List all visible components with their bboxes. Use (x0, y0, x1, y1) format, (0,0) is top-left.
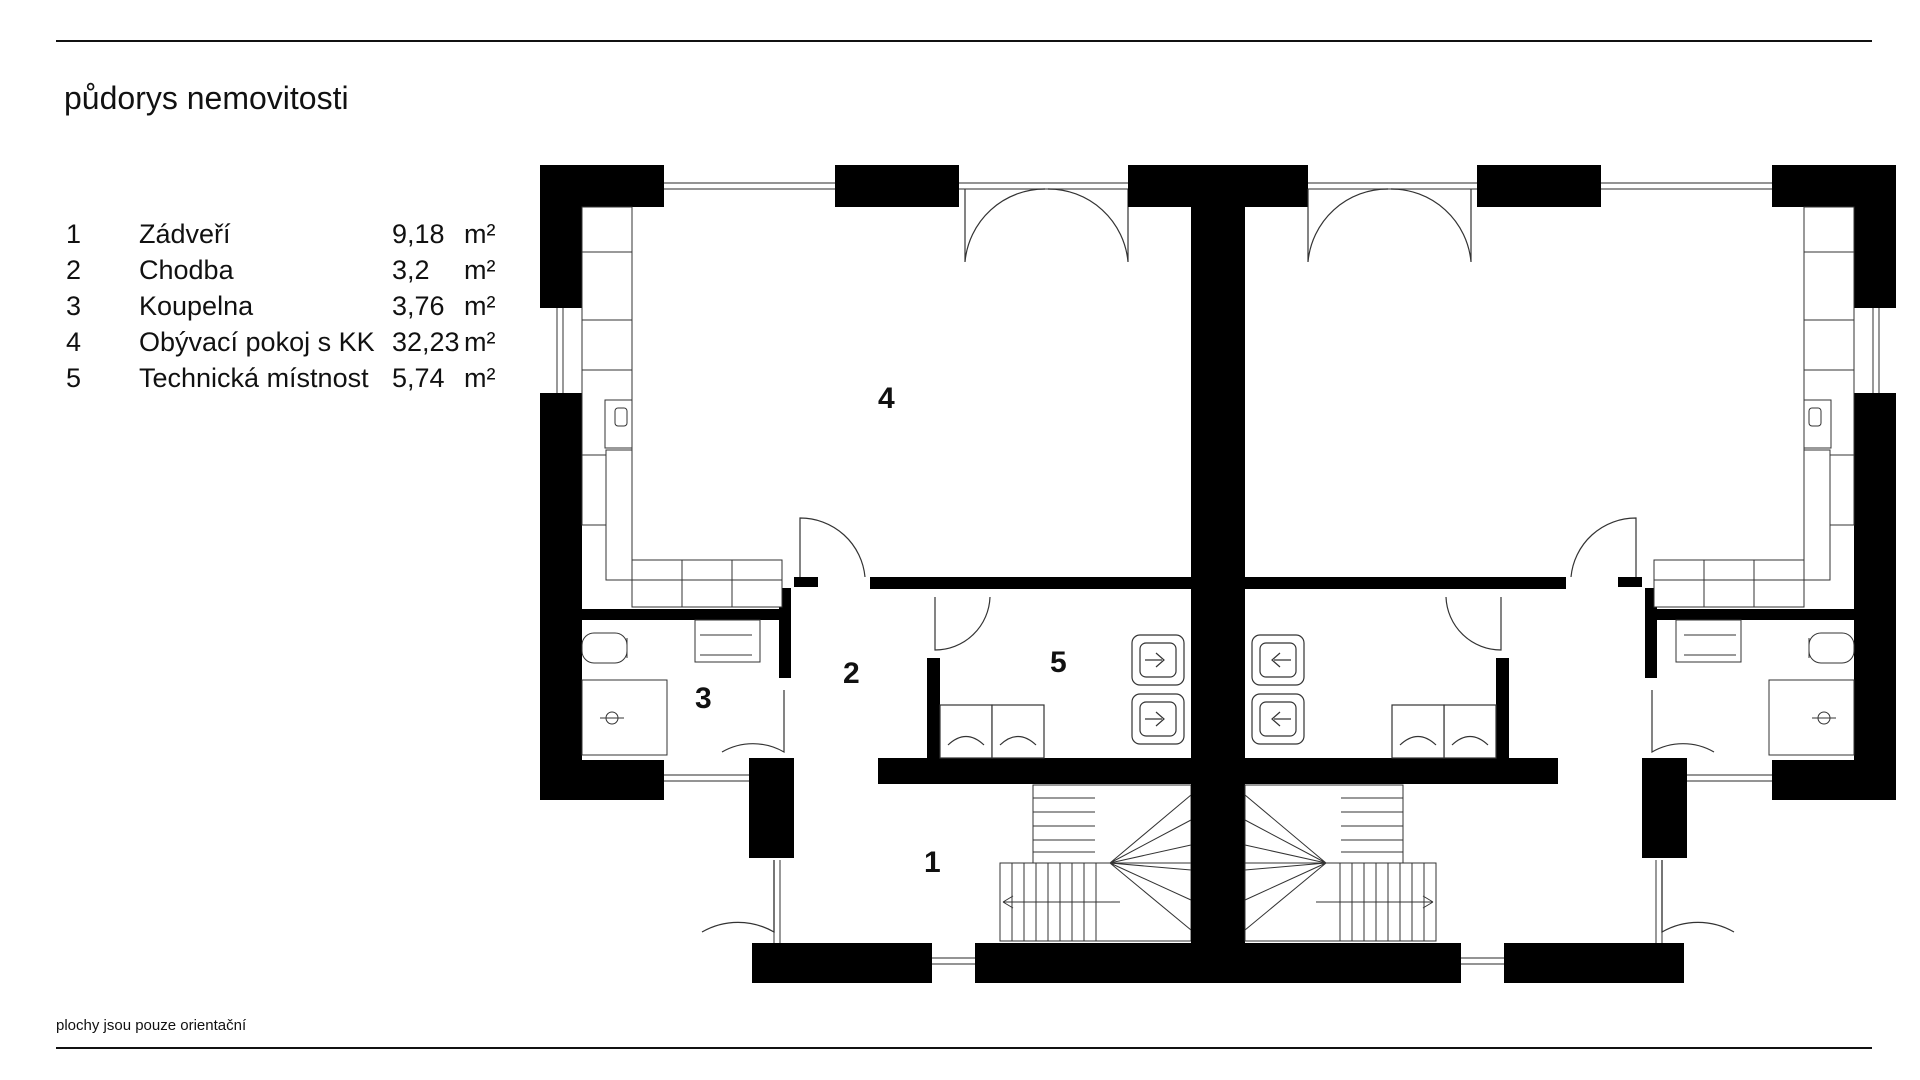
room-label-5: 5 (1050, 646, 1067, 679)
wall-segment (749, 758, 794, 858)
wall-segment (878, 758, 1208, 784)
wall-segment (835, 165, 959, 207)
legend-area: 9,18 (392, 219, 445, 249)
legend-unit: m² (464, 327, 496, 357)
legend-area: 5,74 (392, 363, 445, 393)
legend-area: 3,76 (392, 291, 445, 321)
legend-room-name: Koupelna (139, 291, 254, 321)
legend-area: 3,2 (392, 255, 430, 285)
wall-segment (540, 165, 582, 308)
legend-room-name: Obývací pokoj s KK (139, 327, 375, 357)
page-title: půdorys nemovitosti (64, 80, 349, 116)
room-label-4: 4 (878, 382, 895, 415)
wall-segment (975, 943, 1197, 983)
legend-unit: m² (464, 219, 496, 249)
room-label-3: 3 (695, 682, 712, 715)
legend-room-name: Chodba (139, 255, 234, 285)
top-rule (56, 40, 1872, 42)
wall-segment (540, 760, 664, 800)
room-label-1: 1 (924, 846, 941, 879)
wall-segment (870, 577, 1210, 589)
legend-number: 5 (66, 363, 82, 393)
legend-unit: m² (464, 291, 496, 321)
legend-area: 32,23 (392, 327, 460, 357)
footnote: plochy jsou pouze orientační (56, 1017, 247, 1034)
legend-unit: m² (464, 363, 496, 393)
legend-room-name: Zádveří (139, 219, 231, 249)
wall-segment (927, 658, 940, 758)
wall-segment (794, 577, 818, 587)
legend-number: 3 (66, 291, 82, 321)
legend-unit: m² (464, 255, 496, 285)
wall-segment (752, 943, 932, 983)
wall-segment (779, 588, 791, 678)
right-unit-plan (1127, 164, 1897, 984)
legend-number: 2 (66, 255, 82, 285)
legend-number: 1 (66, 219, 82, 249)
technical-room-appliances (939, 634, 1185, 759)
wall-segment (540, 393, 582, 800)
kitchen-counter (581, 206, 783, 608)
staircase (999, 784, 1192, 942)
doors (701, 188, 1129, 934)
legend-room-name: Technická místnost (139, 363, 369, 393)
bathroom-fixtures (581, 619, 761, 756)
bottom-rule (56, 1047, 1872, 1049)
legend-number: 4 (66, 327, 82, 357)
room-label-2: 2 (843, 657, 860, 690)
wall-segment (578, 609, 780, 620)
